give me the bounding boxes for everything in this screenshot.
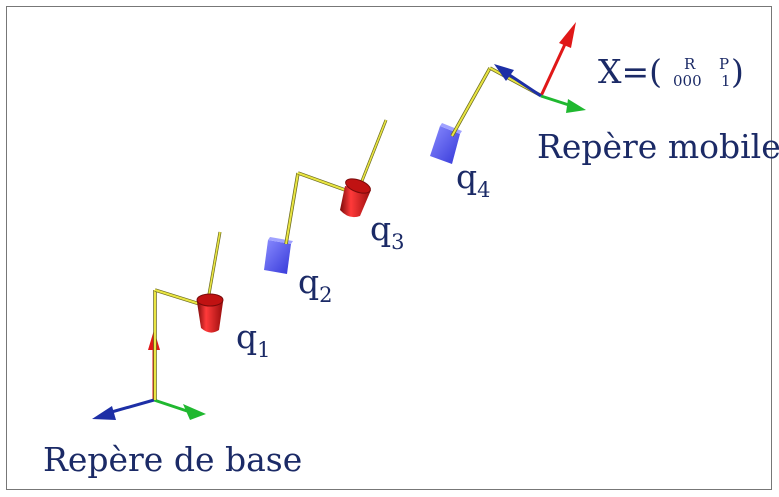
joint-q2-label: q2 xyxy=(298,265,333,306)
link-2 xyxy=(284,171,349,245)
joint-q1-index: 1 xyxy=(257,338,271,362)
transform-suffix: ) xyxy=(731,52,744,91)
joint-q2-box xyxy=(264,240,291,274)
base-y-arrowhead xyxy=(183,404,206,420)
base-y-axis xyxy=(153,398,191,414)
joint-q2-index: 2 xyxy=(319,283,333,307)
link-2-horizontal-highlight xyxy=(297,172,349,192)
mobile-frame-label: Repère mobile xyxy=(537,127,779,166)
base-x-axis xyxy=(107,398,155,415)
figure-frame xyxy=(6,6,772,490)
link-3-vertical-highlight xyxy=(451,67,491,137)
transform-prefix: X=( xyxy=(598,52,663,91)
mobile-z-axis xyxy=(539,41,568,97)
base-frame-label: Repère de base xyxy=(43,440,303,479)
mobile-y-arrowhead xyxy=(566,99,586,113)
joint-q3-cylinder-top xyxy=(345,178,371,194)
joint-q3-symbol: q xyxy=(370,209,392,248)
joint-q1-cylinder-top xyxy=(196,293,224,307)
matrix-zeros: 000 xyxy=(673,72,702,90)
link-2-vertical-highlight xyxy=(285,172,299,245)
mobile-x-arrowhead xyxy=(494,64,514,81)
joint-q3-index: 3 xyxy=(391,230,405,254)
joint-q3-shaft-highlight xyxy=(359,119,387,187)
joint-q4-label: q4 xyxy=(456,160,491,201)
base-frame-axes xyxy=(92,330,206,420)
matrix-one: 1 xyxy=(721,72,731,90)
base-x-arrowhead xyxy=(92,406,116,420)
joint-q3-revolute xyxy=(340,119,388,218)
joint-q3-cylinder xyxy=(340,186,371,218)
mobile-z-arrowhead xyxy=(559,22,576,48)
mobile-frame-axes xyxy=(494,22,586,113)
joint-q2-prismatic xyxy=(264,237,293,274)
joint-q1-revolute xyxy=(196,231,224,333)
joint-q2-symbol: q xyxy=(298,262,320,301)
mobile-x-axis xyxy=(507,72,542,98)
joint-q1-cylinder xyxy=(197,302,223,333)
joint-q1-symbol: q xyxy=(236,317,258,356)
joint-q3-label: q3 xyxy=(370,212,405,253)
matrix-p: P xyxy=(719,55,730,73)
joint-q4-index: 4 xyxy=(477,178,491,202)
mobile-y-axis xyxy=(540,94,573,108)
matrix-r: R xyxy=(684,55,696,73)
joint-q1-shaft-highlight xyxy=(207,231,221,301)
link-3 xyxy=(450,66,541,137)
joint-q1-label: q1 xyxy=(236,320,271,361)
joint-q4-symbol: q xyxy=(456,157,478,196)
